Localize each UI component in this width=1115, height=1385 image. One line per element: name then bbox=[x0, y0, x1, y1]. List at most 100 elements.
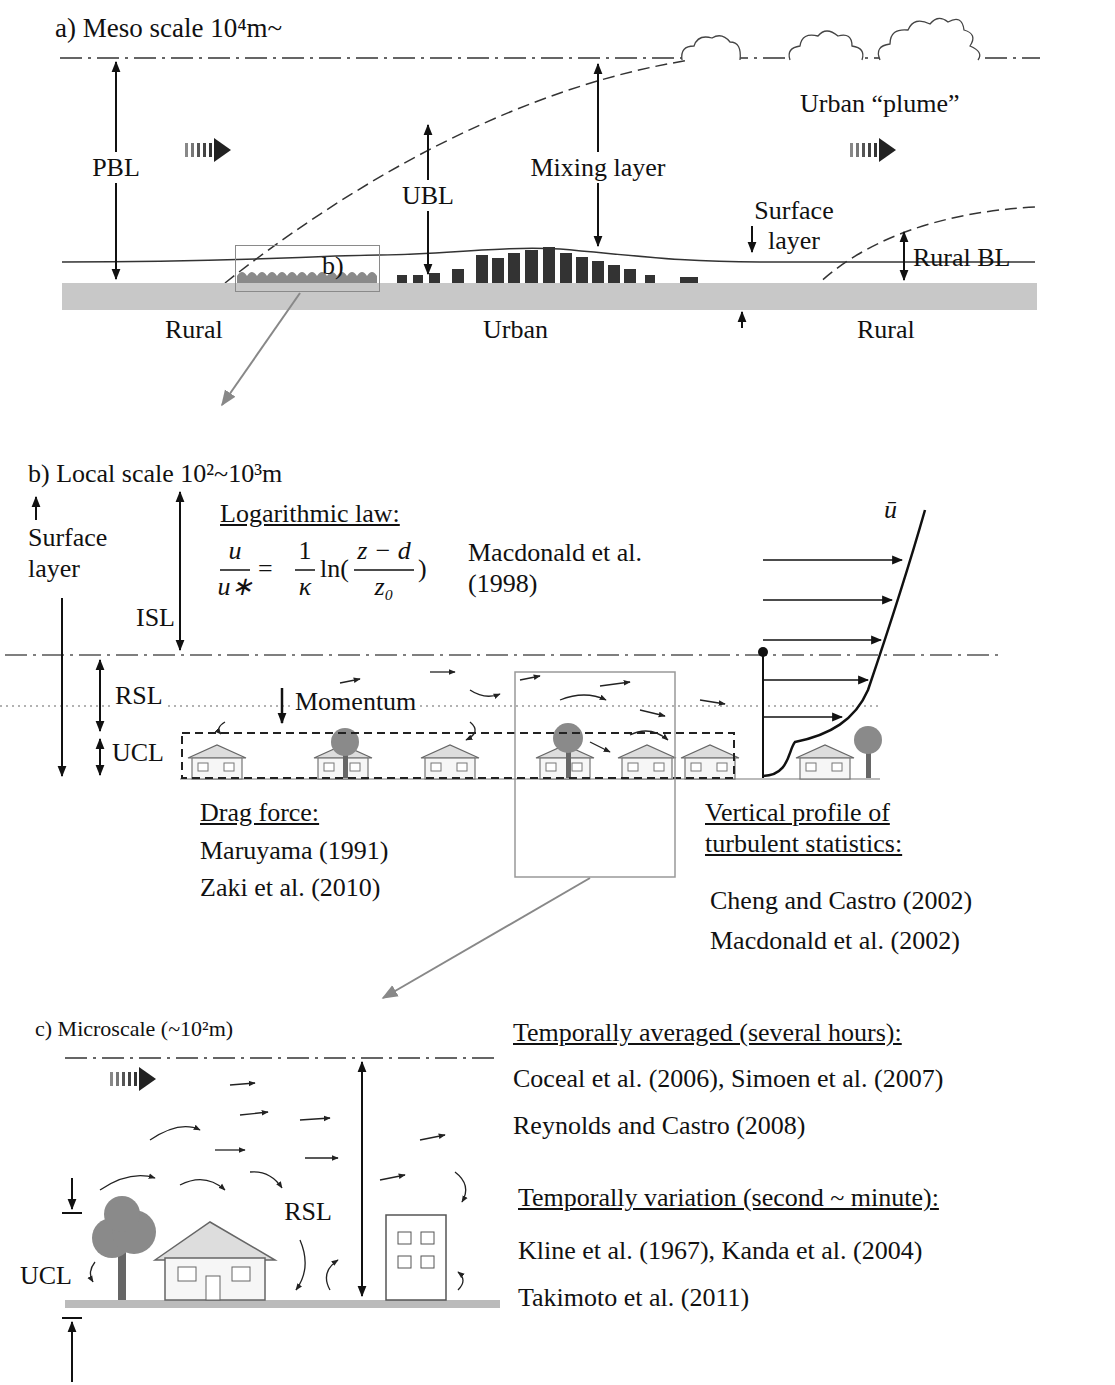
meso-scale-panel-part bbox=[751, 226, 753, 252]
microscale-panel-part-part bbox=[250, 1172, 282, 1188]
microscale-panel-part-part bbox=[458, 1272, 463, 1290]
local-scale-panel-part bbox=[763, 679, 868, 681]
meso-scale-panel-part bbox=[789, 31, 863, 60]
microscale-panel-part-part bbox=[326, 1260, 338, 1290]
local-scale-panel-part bbox=[763, 510, 925, 776]
panel-title: c) Microscale (~10²m) bbox=[35, 1016, 233, 1042]
meso-scale-panel-part bbox=[222, 293, 300, 405]
local-scale-panel-part bbox=[188, 745, 246, 779]
panel-title: a) Meso scale 10⁴m~ bbox=[55, 12, 282, 44]
reference: Takimoto et al. (2011) bbox=[518, 1282, 749, 1313]
section-heading: Temporally variation (second ~ minute): bbox=[518, 1182, 939, 1213]
formula-part: u∗ bbox=[218, 571, 253, 602]
local-scale-panel-part bbox=[681, 745, 739, 779]
microscale-panel-part bbox=[178, 1267, 196, 1281]
microscale-panel-part bbox=[71, 1178, 73, 1209]
microscale-panel-part-part bbox=[180, 1180, 225, 1190]
layer-label: PBL bbox=[89, 152, 143, 183]
reference: Macdonald et al. (1998) bbox=[468, 537, 683, 599]
formula-part: κ bbox=[299, 571, 311, 602]
local-scale-panel-part bbox=[35, 497, 37, 520]
microscale-panel-part-part bbox=[150, 1127, 200, 1140]
meso-scale-panel-part bbox=[62, 283, 1037, 310]
formula-part: 1 bbox=[299, 535, 312, 566]
velocity-symbol: ū bbox=[884, 494, 897, 525]
layer-label: RSL bbox=[281, 1196, 335, 1227]
section-heading: Drag force: bbox=[200, 797, 319, 828]
section-heading: Vertical profile of turbulent statistics… bbox=[705, 797, 970, 859]
meso-scale-panel-part bbox=[576, 257, 588, 283]
microscale-panel-part bbox=[421, 1232, 434, 1244]
local-scale-panel-part bbox=[763, 559, 902, 561]
local-scale-panel-part bbox=[854, 726, 882, 754]
formula-part: z₀ bbox=[374, 571, 393, 602]
meso-scale-panel-part bbox=[560, 253, 572, 283]
meso-scale-panel-part bbox=[850, 138, 896, 162]
formula-part: u bbox=[229, 535, 242, 566]
meso-scale-panel-part bbox=[237, 272, 377, 283]
microscale-panel-part bbox=[65, 1057, 500, 1059]
local-scale-panel-part-part bbox=[340, 679, 360, 683]
meso-scale-panel-part bbox=[185, 138, 231, 162]
local-scale-panel-part bbox=[281, 688, 284, 723]
local-scale-panel-part bbox=[763, 639, 881, 641]
area-label: Rural bbox=[165, 314, 223, 345]
microscale-panel-part-part bbox=[90, 1262, 95, 1282]
reference: Reynolds and Castro (2008) bbox=[513, 1110, 805, 1141]
microscale-panel-part-part bbox=[305, 1157, 338, 1158]
local-scale-panel-part bbox=[354, 569, 414, 571]
microscale-panel-part-part bbox=[455, 1172, 466, 1202]
local-scale-panel-part bbox=[758, 647, 768, 657]
meso-scale-panel-part bbox=[225, 60, 690, 283]
section-heading: Logarithmic law: bbox=[220, 498, 400, 529]
meso-scale-panel-part bbox=[645, 275, 655, 283]
microscale-panel-part bbox=[71, 1322, 73, 1382]
meso-scale-panel-part bbox=[397, 275, 407, 283]
microscale-panel-part bbox=[155, 1222, 275, 1260]
microscale-panel bbox=[62, 1058, 500, 1382]
meso-scale-panel-part bbox=[878, 18, 979, 60]
microscale-panel-part bbox=[386, 1215, 446, 1300]
local-scale-panel-part bbox=[5, 654, 1000, 656]
microscale-panel-part bbox=[206, 1276, 220, 1300]
layer-label: Mixing layer bbox=[527, 152, 668, 183]
local-scale-panel-part-part bbox=[630, 731, 668, 740]
meso-scale-panel-part bbox=[452, 269, 464, 283]
meso-scale-panel-part bbox=[680, 277, 698, 283]
meso-scale-panel-part bbox=[413, 275, 423, 283]
local-scale-panel-part bbox=[566, 750, 571, 778]
local-scale-panel-part bbox=[61, 598, 63, 776]
microscale-panel-part bbox=[398, 1232, 411, 1244]
layer-label: Rural BL bbox=[913, 242, 1011, 273]
reference: Zaki et al. (2010) bbox=[200, 872, 381, 903]
formula-part: = bbox=[258, 553, 273, 584]
flux-label: Momentum bbox=[292, 686, 419, 717]
local-scale-panel-part bbox=[763, 716, 842, 718]
local-scale-panel-part bbox=[618, 745, 676, 779]
zoom-box: b) bbox=[235, 245, 380, 292]
formula-part: ) bbox=[418, 553, 427, 584]
local-scale-panel-part bbox=[515, 672, 675, 877]
panel-title: b) Local scale 10²~10³m bbox=[28, 458, 282, 489]
local-scale-panel-part bbox=[179, 492, 181, 650]
box-label: b) bbox=[322, 250, 344, 281]
layer-label: ISL bbox=[136, 602, 175, 633]
microscale-panel-part bbox=[110, 1067, 156, 1091]
local-scale-panel-part-part bbox=[470, 690, 500, 696]
formula-part: z − d bbox=[357, 535, 411, 566]
local-scale-panel-part-part bbox=[700, 700, 725, 704]
layer-label: RSL bbox=[112, 680, 166, 711]
meso-scale-panel-part bbox=[682, 36, 741, 60]
meso-scale-panel-part bbox=[492, 258, 504, 283]
area-label: Urban bbox=[483, 314, 548, 345]
formula-part: ln( bbox=[320, 553, 349, 584]
microscale-panel-part bbox=[421, 1256, 434, 1268]
microscale-panel-part bbox=[361, 1062, 363, 1296]
local-scale-panel-part bbox=[866, 750, 871, 778]
layer-label: Surface layer bbox=[28, 522, 133, 584]
microscale-panel-part bbox=[65, 1300, 500, 1308]
local-scale-panel-part-part bbox=[430, 671, 455, 672]
meso-scale-panel-part bbox=[476, 255, 488, 283]
local-scale-panel bbox=[0, 492, 1000, 998]
